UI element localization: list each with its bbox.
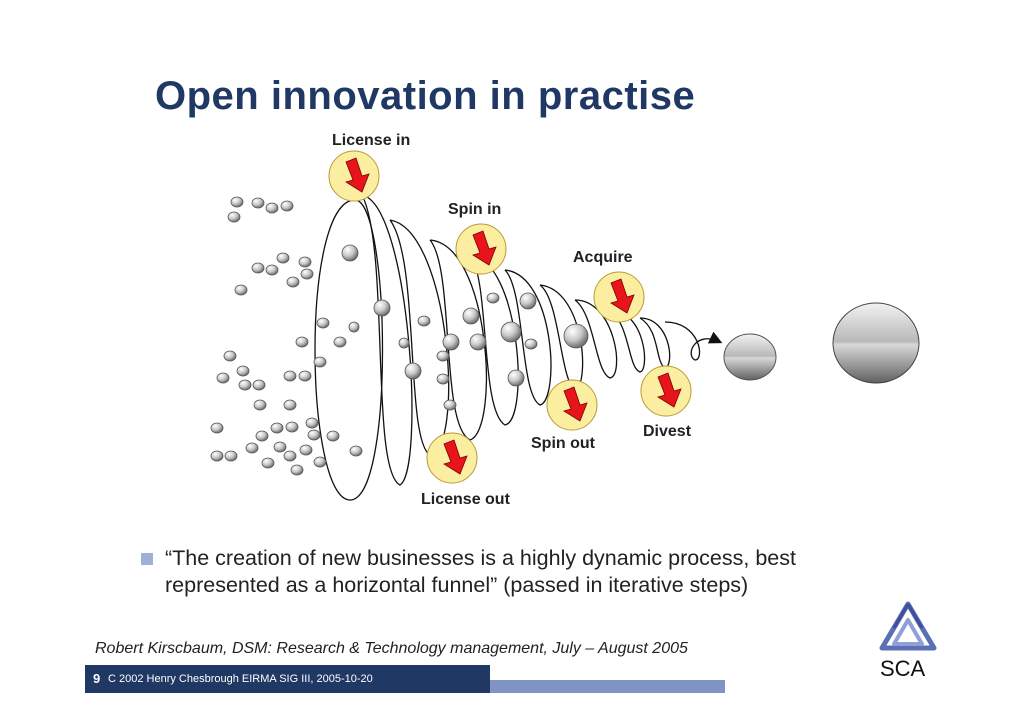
acquire-badge — [593, 271, 645, 323]
output-sphere-small — [723, 333, 777, 381]
sca-logo-icon — [879, 601, 937, 651]
red-down-arrow-icon — [610, 278, 635, 314]
label-spin-in: Spin in — [448, 201, 501, 218]
spin-in-badge — [455, 223, 507, 275]
license-out-badge — [426, 432, 478, 484]
spin-out-badge — [546, 379, 598, 431]
footer-strip — [490, 680, 725, 693]
quote-text: “The creation of new businesses is a hig… — [165, 546, 796, 597]
idea-balls — [210, 196, 589, 476]
label-license-in: License in — [332, 132, 410, 149]
red-down-arrow-icon — [563, 386, 588, 422]
output-sphere-large — [832, 302, 920, 384]
red-down-arrow-icon — [657, 372, 682, 408]
red-down-arrow-icon — [472, 230, 497, 266]
label-divest: Divest — [643, 423, 692, 440]
funnel-loops — [314, 194, 723, 501]
label-license-out: License out — [421, 491, 511, 508]
label-spin-out: Spin out — [531, 435, 596, 452]
bullet-square-icon — [141, 553, 153, 565]
license-in-badge — [328, 150, 380, 202]
red-down-arrow-icon — [443, 439, 468, 475]
divest-badge — [640, 365, 692, 417]
footer-text: C 2002 Henry Chesbrough EIRMA SIG III, 2… — [108, 673, 373, 685]
slide-title: Open innovation in practise — [155, 74, 696, 118]
slide-number: 9 — [93, 671, 101, 686]
red-down-arrow-icon — [345, 157, 370, 193]
label-acquire: Acquire — [573, 249, 633, 266]
footer-bar — [85, 665, 490, 693]
sca-logo-text: SCA — [880, 656, 926, 681]
citation: Robert Kirscbaum, DSM: Research & Techno… — [95, 640, 688, 657]
